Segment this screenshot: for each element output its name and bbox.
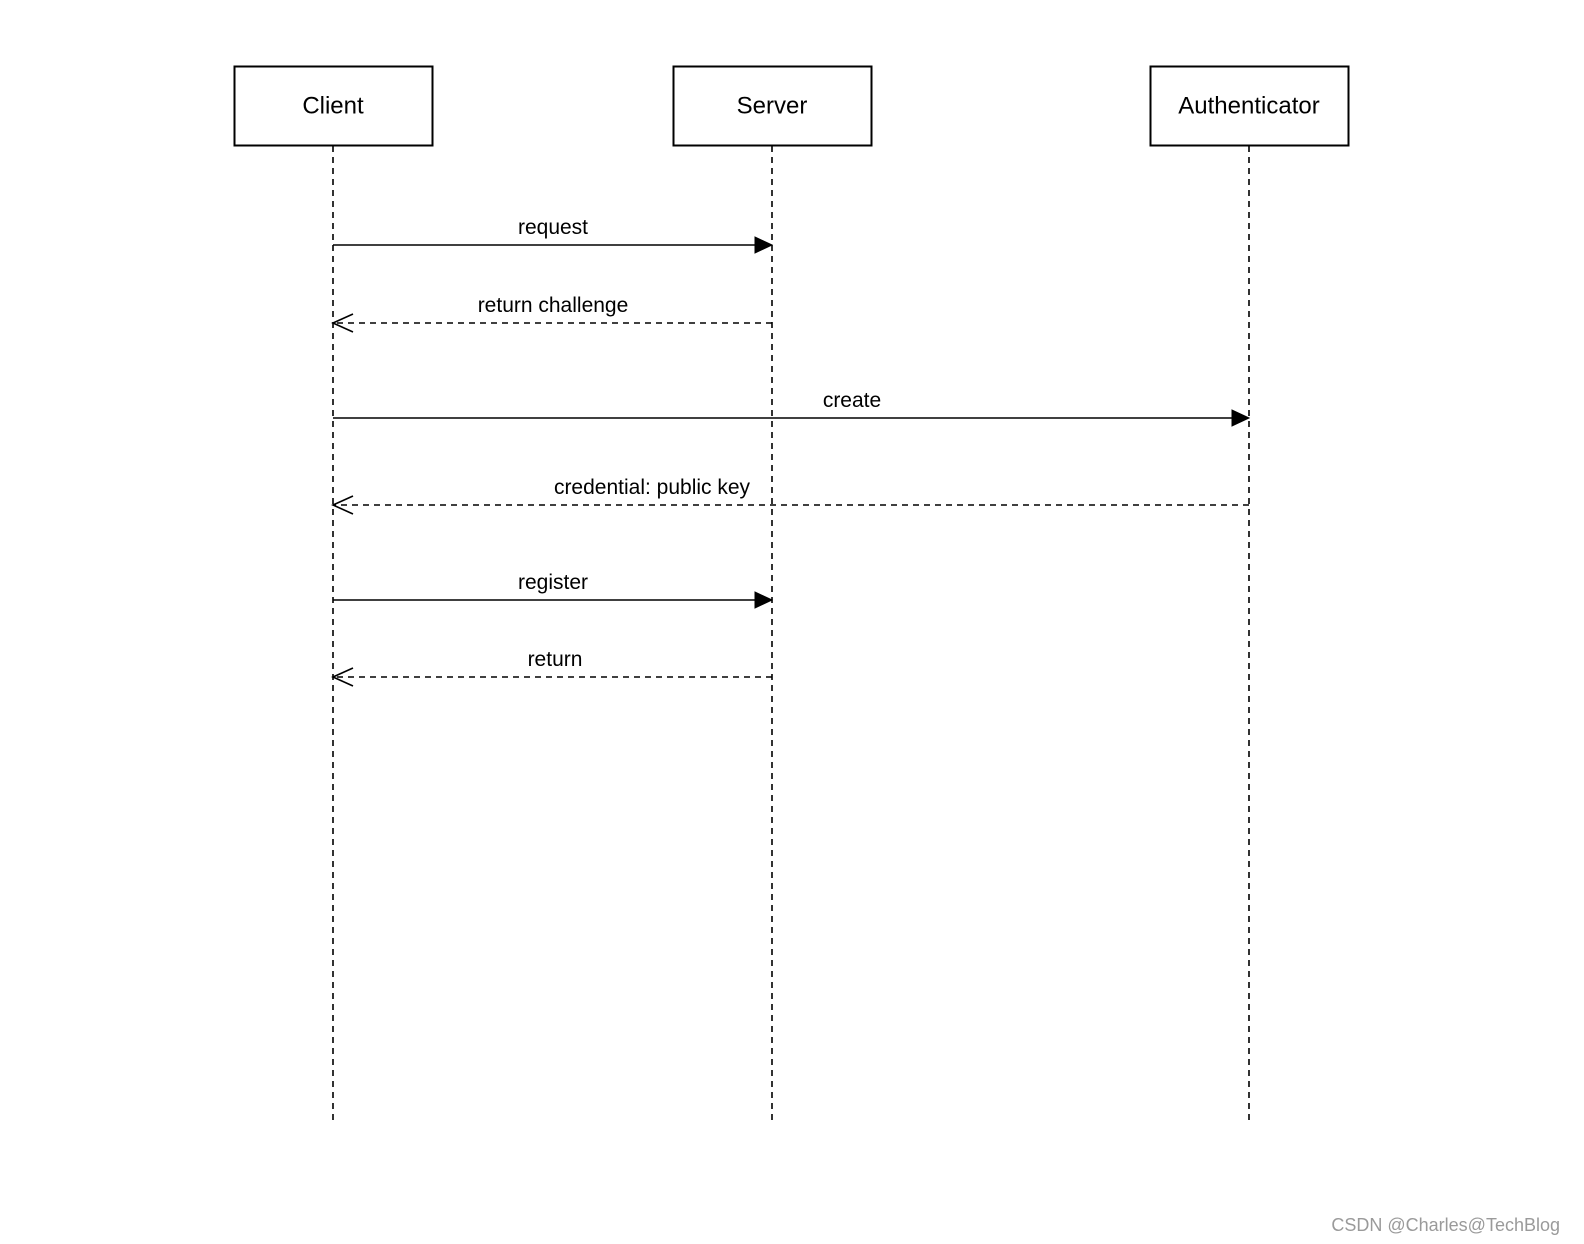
participant-authenticator: Authenticator — [1149, 65, 1350, 1124]
participant-box — [672, 65, 873, 147]
message-label: request — [518, 216, 588, 239]
participant-server: Server — [672, 65, 873, 1124]
participant-client: Client — [233, 65, 434, 1124]
message-label: register — [518, 571, 588, 594]
filled-arrowhead — [754, 236, 774, 254]
messages: request return challenge create credential:… — [331, 216, 1251, 687]
participant-label: Client — [302, 93, 364, 120]
participant-box — [233, 65, 434, 147]
message-return-challenge: return challenge — [331, 294, 772, 333]
filled-arrowhead — [1231, 409, 1251, 427]
watermark: CSDN @Charles@TechBlog — [1331, 1215, 1560, 1235]
message-create: create — [333, 389, 1251, 427]
open-arrowhead — [331, 667, 354, 687]
participant-label: Server — [737, 93, 808, 120]
message-label: create — [823, 389, 881, 412]
open-arrowhead — [331, 495, 354, 515]
message-return: return — [331, 648, 772, 687]
message-label: return — [528, 648, 583, 671]
filled-arrowhead — [754, 591, 774, 609]
message-credential-public-key: credential: public key — [331, 476, 1249, 515]
message-label: credential: public key — [554, 476, 751, 499]
participants: Client Server Authenticator — [233, 65, 1350, 1124]
participant-box — [1149, 65, 1350, 147]
message-label: return challenge — [478, 294, 629, 317]
open-arrowhead — [331, 313, 354, 333]
message-request: request — [333, 216, 774, 254]
message-register: register — [333, 571, 774, 609]
participant-label: Authenticator — [1178, 93, 1319, 120]
